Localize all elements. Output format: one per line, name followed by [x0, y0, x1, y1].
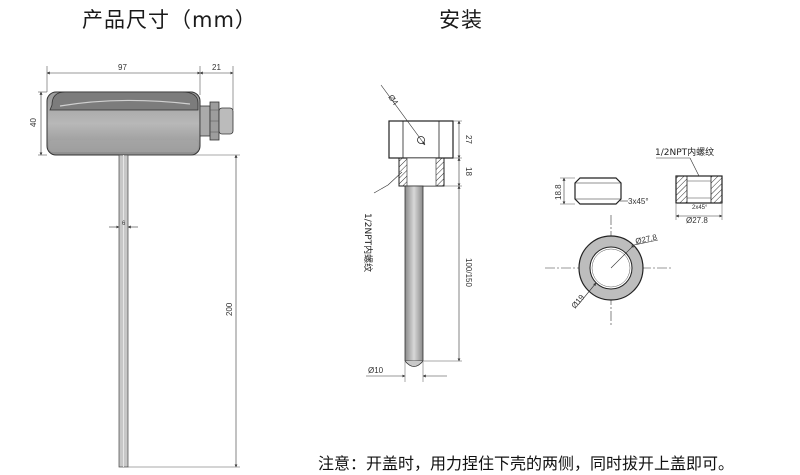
- nut-front-view: [545, 215, 672, 326]
- cable-gland: [199, 101, 234, 141]
- dimensions-title: 产品尺寸（mm）: [82, 8, 257, 32]
- opening-note: 注意：开盖时，用力捏住下壳的两侧，同时拔开上盖即可。: [318, 454, 735, 473]
- nut-section-view: [675, 175, 723, 204]
- dim-27-8-bottom: Ø27.8: [686, 216, 708, 225]
- dim-tube-diameter: Ø10: [368, 366, 384, 375]
- dim-ring-outer: Ø27.8: [635, 233, 659, 246]
- thermowell-tube: [404, 185, 424, 362]
- dim-21: 21: [212, 63, 221, 72]
- product-drawing: 97 21 40 6 200: [29, 63, 240, 468]
- dim-97: 97: [118, 63, 127, 72]
- dim-chamfer: 3x45°: [628, 197, 649, 206]
- dim-200: 200: [225, 302, 234, 316]
- install-drawing: Ø4 1/2NPT内螺纹 27 18 100/150 Ø10: [362, 84, 473, 382]
- dim-100-150: 100/150: [464, 258, 473, 287]
- nut-side-view: [574, 177, 622, 205]
- thread-label-install: 1/2NPT内螺纹: [362, 213, 374, 272]
- dim-6: 6: [122, 221, 126, 227]
- dim-40: 40: [29, 118, 38, 127]
- dim-ring-inner: Ø19: [570, 292, 587, 310]
- dim-18: 18: [464, 167, 473, 176]
- installation-title: 安装: [439, 8, 483, 32]
- nut-drawings: 18.8 3x45° 1/2NPT内螺纹 2x45° Ø27.8: [545, 146, 723, 326]
- dim-27: 27: [464, 135, 473, 144]
- thread-label-nut: 1/2NPT内螺纹: [655, 146, 714, 158]
- dim-small: 2x45°: [692, 205, 708, 211]
- dim-18-8: 18.8: [554, 184, 563, 200]
